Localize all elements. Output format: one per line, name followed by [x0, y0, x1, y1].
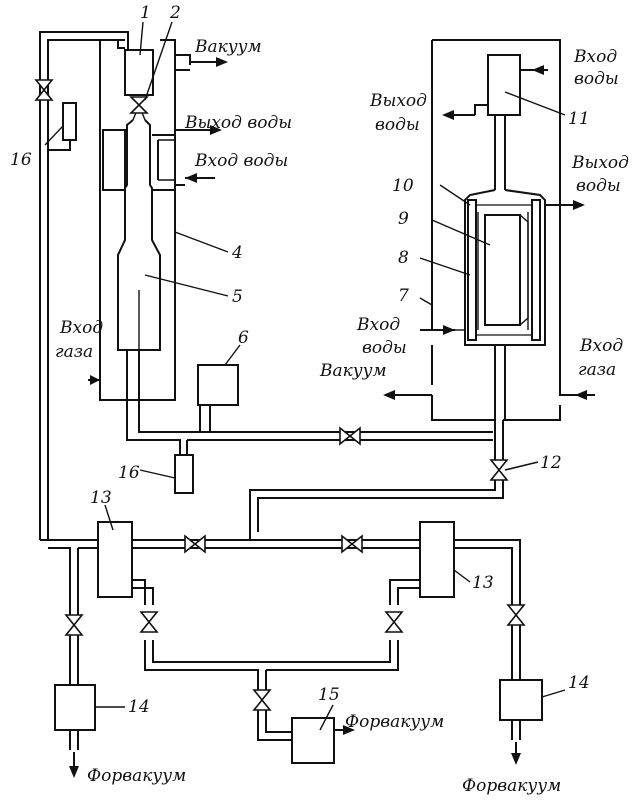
pump-13-left [97, 504, 133, 598]
label-vacuum-right: Вакуум [319, 361, 387, 381]
valve-left-14 [64, 614, 84, 636]
num-16-upper: 16 [10, 150, 32, 170]
label-water-in-right-low-2: воды [362, 338, 407, 358]
num-1: 1 [140, 3, 151, 23]
num-12: 12 [540, 453, 562, 473]
left-top-arrows [185, 57, 228, 183]
label-water-out-left: Выход воды [184, 113, 292, 133]
num-11: 11 [568, 109, 590, 129]
label-vacuum-top: Вакуум [194, 37, 262, 57]
num-14-left: 14 [128, 697, 150, 717]
valve-2 [129, 96, 149, 114]
num-16-lower: 16 [118, 463, 140, 483]
middle-manifold [40, 539, 521, 615]
label-gas-in-left-1: Вход [59, 318, 103, 338]
left-water-jacket [102, 129, 185, 191]
num-8: 8 [398, 248, 409, 268]
left-feed-pipes [39, 31, 129, 540]
crucible-assembly [419, 184, 555, 420]
element-11 [474, 54, 566, 190]
pump-14-right [499, 625, 566, 765]
num-5: 5 [232, 287, 243, 307]
valve-right-14 [506, 604, 526, 626]
label-gas-in-right-2: газа [578, 360, 616, 380]
valve-12 [489, 459, 539, 481]
valve-loop-right [384, 611, 404, 633]
valve-left-top [34, 79, 54, 101]
label-forevac-right: Форвакуум [462, 776, 561, 796]
label-water-in-left: Вход воды [194, 151, 288, 171]
num-13-left: 13 [90, 488, 112, 508]
label-water-out-right-mid-1: Выход [571, 153, 629, 173]
num-4: 4 [231, 243, 243, 263]
label-forevac-left: Форвакуум [87, 766, 186, 786]
label-gas-in-left-2: газа [55, 342, 93, 362]
valve-middle-right [341, 534, 363, 554]
label-water-in-right-top: Вход [573, 47, 617, 67]
num-13-right: 13 [472, 573, 494, 593]
label-water-out-right-mid-2: воды [576, 176, 621, 196]
right-furnace-arrows [383, 65, 595, 400]
valve-horizontal-mid [339, 426, 361, 446]
right-furnace-housing [418, 39, 575, 421]
label-water-out-right-top-2: воды [375, 115, 420, 135]
label-forevac-center: Форвакуум [345, 712, 444, 732]
valve-15 [252, 689, 272, 711]
gauge-16-lower [139, 454, 194, 494]
num-7: 7 [398, 286, 409, 306]
num-2: 2 [169, 3, 181, 23]
label-gas-in-right-1: Вход [579, 336, 623, 356]
valve-loop-left [139, 611, 159, 633]
label-water-in-right-top-2: воды [574, 69, 619, 89]
label-water-in-right-low-1: Вход [356, 315, 400, 335]
pump-15 [257, 704, 355, 764]
lower-loop [132, 579, 420, 690]
num-6: 6 [238, 328, 249, 348]
pump-13-right [419, 521, 455, 598]
element-1 [124, 49, 154, 96]
num-10: 10 [392, 176, 414, 196]
gauge-16-upper [44, 102, 77, 151]
gas-inlet-left [88, 375, 100, 385]
pump-14-left [54, 635, 125, 778]
num-9: 9 [398, 209, 409, 229]
furnace-lower-pipes [126, 350, 493, 455]
right-down-pipe [249, 420, 504, 540]
label-water-out-right-top-1: Выход [369, 91, 427, 111]
valve-middle-left [184, 534, 206, 554]
num-15: 15 [318, 685, 340, 705]
element-6 [197, 344, 241, 432]
num-14-right: 14 [568, 673, 590, 693]
